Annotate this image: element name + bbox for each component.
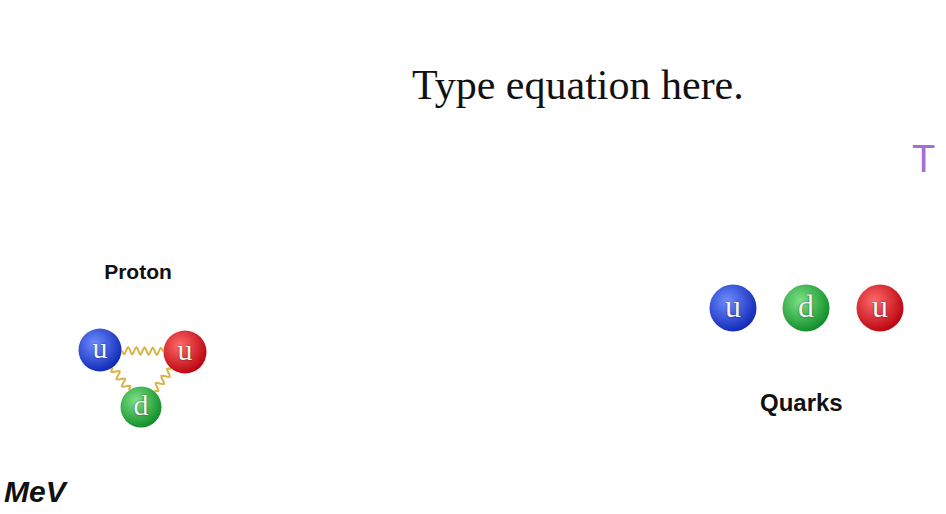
- quark-ball: d: [120, 386, 162, 428]
- gluon-line: [122, 347, 163, 355]
- placeholder-note: Type equation here.: [410, 62, 746, 108]
- quark-ball: d: [782, 284, 830, 332]
- quark-ball: u: [856, 284, 904, 332]
- quark-ball: u: [163, 330, 207, 374]
- gluon-line: [154, 369, 171, 392]
- proton-circle: Protonuud: [78, 293, 222, 437]
- pan-label: Quarks: [760, 391, 843, 415]
- quark-letter: u: [178, 335, 193, 365]
- gluon-line: [111, 368, 130, 390]
- quark-letter: d: [798, 290, 814, 322]
- quark-letter: u: [93, 333, 108, 363]
- cut-letter: T: [912, 140, 935, 178]
- quark-ball: u: [78, 328, 122, 372]
- unit-label: MeV: [4, 477, 66, 507]
- proton-label: Proton: [66, 261, 210, 282]
- quark-letter: u: [872, 290, 888, 322]
- quark-letter: u: [725, 290, 741, 322]
- quark-letter: d: [134, 390, 149, 420]
- quark-ball: u: [709, 284, 757, 332]
